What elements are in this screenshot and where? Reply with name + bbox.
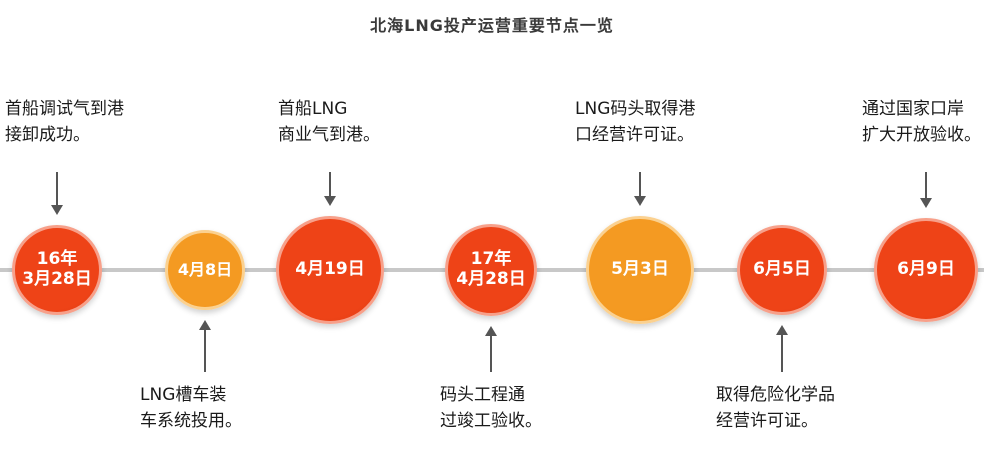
milestone-node: 4月8日 bbox=[165, 230, 245, 310]
milestone-date: 4月28日 bbox=[456, 269, 526, 289]
milestone-label-line: 商业气到港。 bbox=[278, 125, 380, 145]
diagram-title: 北海LNG投产运营重要节点一览 bbox=[370, 16, 614, 35]
milestone-label-line: 过竣工验收。 bbox=[440, 411, 542, 431]
milestone-label-line: 通过国家口岸 bbox=[862, 99, 964, 119]
milestone-label: 首船调试气到港接卸成功。 bbox=[5, 96, 124, 148]
milestone-node: 6月5日 bbox=[737, 225, 827, 315]
arrow-down-icon bbox=[920, 172, 932, 208]
milestone-label: LNG槽车装车系统投用。 bbox=[140, 382, 242, 434]
milestone-label-line: 首船LNG bbox=[278, 99, 348, 119]
milestone-label-line: 取得危险化学品 bbox=[716, 385, 835, 405]
milestone-label-line: 口经营许可证。 bbox=[575, 125, 694, 145]
milestone-label-line: 接卸成功。 bbox=[5, 125, 90, 145]
milestone-date: 4月19日 bbox=[295, 259, 365, 280]
milestone-date: 6月9日 bbox=[897, 259, 955, 280]
milestone-label: 取得危险化学品经营许可证。 bbox=[716, 382, 835, 434]
milestone-date: 5月3日 bbox=[611, 259, 669, 280]
milestone-label: 码头工程通过竣工验收。 bbox=[440, 382, 542, 434]
milestone-date: 6月5日 bbox=[753, 259, 811, 280]
arrow-down-icon bbox=[51, 172, 63, 215]
arrow-up-icon bbox=[776, 325, 788, 372]
milestone-label-line: LNG槽车装 bbox=[140, 385, 227, 405]
arrow-down-icon bbox=[634, 172, 646, 206]
arrow-down-icon bbox=[324, 172, 336, 206]
milestone-date: 16年 bbox=[36, 249, 78, 270]
milestone-date: 4月8日 bbox=[177, 259, 233, 279]
milestone-label: 首船LNG 商业气到港。 bbox=[278, 96, 380, 148]
milestone-node: 6月9日 bbox=[874, 218, 978, 322]
milestone-label-line: 车系统投用。 bbox=[140, 411, 242, 431]
arrow-up-icon bbox=[199, 320, 211, 372]
milestone-date: 3月28日 bbox=[22, 269, 92, 289]
milestone-label-line: 经营许可证。 bbox=[716, 411, 818, 431]
milestone-node: 5月3日 bbox=[586, 216, 694, 324]
milestone-date: 17年 bbox=[470, 249, 512, 270]
milestone-label-line: 首船调试气到港 bbox=[5, 99, 124, 119]
milestone-node: 4月19日 bbox=[276, 216, 384, 324]
milestone-label-line: 码头工程通 bbox=[440, 385, 525, 405]
milestone-label: LNG码头取得港口经营许可证。 bbox=[575, 96, 695, 148]
milestone-label: 通过国家口岸扩大开放验收。 bbox=[862, 96, 981, 148]
milestone-label-line: 扩大开放验收。 bbox=[862, 125, 981, 145]
arrow-up-icon bbox=[485, 326, 497, 372]
milestone-label-line: LNG码头取得港 bbox=[575, 99, 696, 119]
